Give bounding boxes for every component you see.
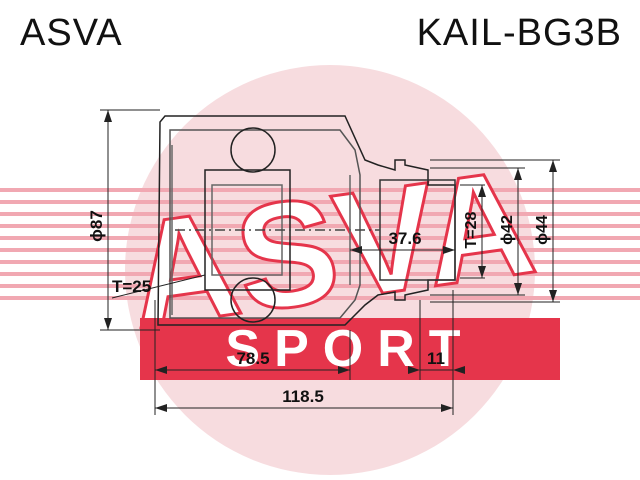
ball-lower [230, 277, 276, 323]
asva-sport-watermark: ASVA SPORT [0, 65, 640, 475]
housing-inner [169, 129, 361, 319]
label-37-6: 37.6 [388, 229, 421, 248]
dimension-lines [100, 109, 560, 415]
label-phi42: ϕ42 [499, 215, 516, 245]
joint-body [157, 115, 456, 326]
brand-label: ASVA [20, 12, 123, 54]
label-t25: T=25 [112, 277, 151, 296]
arrowheads [104, 110, 557, 412]
label-11: 11 [427, 349, 445, 368]
label-overall-diameter: ϕ87 [87, 210, 106, 242]
label-118-5: 118.5 [282, 387, 324, 406]
watermark-stripes [0, 188, 640, 300]
leader-t25 [111, 274, 206, 299]
label-t28: T=28 [463, 211, 480, 248]
label-phi44: ϕ44 [534, 215, 551, 245]
dimension-labels: ϕ87 T=25 T=28 ϕ42 ϕ44 37.6 78.5 11 118.5 [87, 210, 551, 406]
label-78-5: 78.5 [236, 349, 269, 368]
part-number-label: KAIL-BG3B [416, 12, 622, 54]
ball-upper [230, 127, 276, 173]
